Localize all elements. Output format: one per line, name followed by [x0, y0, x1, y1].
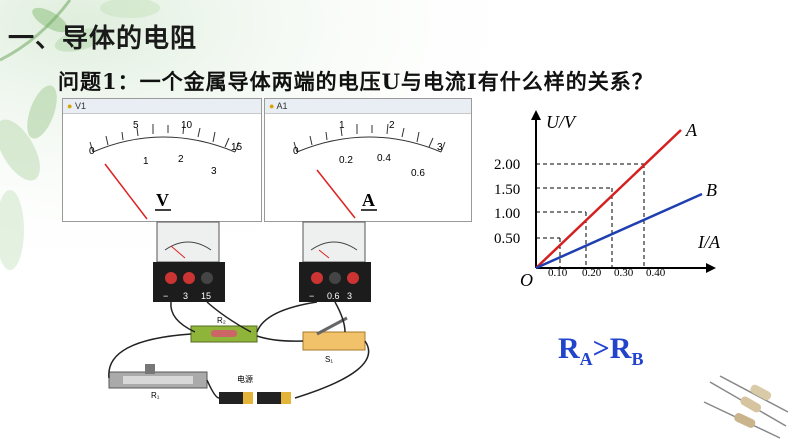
resistor-board: R₂ — [190, 316, 258, 343]
ammeter-device: − 0.6 3 — [299, 221, 371, 302]
voltmeter-terminal-1: 3 — [183, 291, 188, 301]
voltmeter-scale-bottom-1: 2 — [178, 154, 184, 165]
y-axis-label: U/V — [546, 112, 577, 132]
resistance-comparison: RA>RB — [558, 332, 643, 370]
y-tick-2: 1.00 — [494, 206, 520, 222]
voltmeter-scale-top-3: 15 — [231, 142, 243, 153]
x-tick-1: 0.20 — [582, 267, 602, 279]
voltmeter-device: − 3 15 — [153, 221, 225, 302]
ammeter-scale-top-3: 3 — [437, 142, 443, 153]
voltmeter-scale-top-0: 0 — [89, 146, 95, 157]
ammeter-scale-top-1: 1 — [339, 120, 345, 131]
line-b — [535, 192, 703, 270]
origin-label: O — [520, 270, 533, 290]
y-axis-arrow-icon — [531, 110, 541, 120]
voltmeter-window-title: V1 — [74, 101, 86, 111]
voltmeter-scale-bottom-0: 1 — [143, 156, 149, 167]
rheostat-device: R₁ — [108, 364, 208, 400]
ammeter-terminal-2: 3 — [347, 291, 352, 301]
ammeter-dial: 0 1 2 3 0.2 0.4 0.6 A — [293, 120, 446, 219]
switch-device: S₁ — [302, 316, 366, 364]
x-axis-label: I/A — [697, 232, 721, 252]
x-tick-2: 0.30 — [614, 267, 634, 279]
bulb-icon: ● — [269, 101, 275, 111]
x-axis-arrow-icon — [706, 263, 716, 273]
voltmeter-unit: V — [156, 190, 169, 210]
ammeter-window-title: A1 — [276, 101, 288, 111]
battery-label: 电源 — [237, 374, 253, 384]
line-a — [535, 129, 682, 269]
ammeter-scale-top-2: 2 — [389, 120, 395, 131]
y-tick-1: 1.50 — [494, 182, 520, 198]
bulb-icon: ● — [67, 101, 73, 111]
ui-graph: U/V I/A O 2.00 1.50 1.00 0.50 0.10 0.20 … — [494, 110, 721, 290]
ammeter-terminal-1: 0.6 — [327, 291, 340, 301]
voltmeter-terminal-2: 15 — [201, 291, 211, 301]
voltmeter-dial: 0 5 10 15 1 2 3 V — [89, 120, 243, 220]
formula-r-b: R — [609, 332, 632, 365]
resistor-decoration — [703, 375, 789, 439]
ammeter-window: ● A1 0 1 2 3 0.2 0.4 0.6 A — [264, 98, 472, 222]
formula-sub-b: B — [631, 349, 644, 369]
switch-label: S₁ — [325, 355, 333, 364]
ammeter-needle — [316, 169, 356, 219]
ammeter-scale-bottom-2: 0.6 — [411, 168, 425, 179]
x-tick-0: 0.10 — [548, 267, 568, 279]
formula-sub-a: A — [579, 349, 593, 369]
voltmeter-scale-bottom-2: 3 — [211, 166, 217, 177]
circuit-diagram: − 3 15 − 0.6 3 R₂ S₁ R₁ 电源 — [108, 221, 371, 404]
resistor-label: R₂ — [217, 316, 226, 325]
y-tick-0: 2.00 — [494, 157, 520, 173]
ammeter-scale-bottom-0: 0.2 — [339, 155, 353, 166]
y-tick-3: 0.50 — [494, 231, 520, 247]
ammeter-scale-top-0: 0 — [293, 146, 299, 157]
voltmeter-terminal-0: − — [163, 291, 168, 301]
formula-r-a: R — [558, 332, 580, 365]
voltmeter-needle — [104, 163, 148, 220]
ammeter-title-bar: ● A1 — [265, 99, 471, 114]
ammeter-unit: A — [362, 190, 375, 210]
ammeter-terminal-0: − — [309, 291, 314, 301]
formula-operator: > — [592, 332, 610, 365]
voltmeter-scale-top-2: 10 — [181, 120, 193, 131]
battery-pack: 电源 — [219, 374, 291, 404]
voltmeter-scale-top-1: 5 — [133, 120, 139, 131]
voltmeter-title-bar: ● V1 — [63, 99, 261, 114]
slide-title: 一、导体的电阻 — [8, 24, 198, 54]
line-a-label: A — [685, 120, 698, 140]
rheostat-label: R₁ — [151, 391, 160, 400]
line-b-label: B — [706, 180, 717, 200]
question-text: 问题1：一个金属导体两端的电压U与电流I有什么样的关系？ — [58, 69, 654, 94]
ammeter-scale-bottom-1: 0.4 — [377, 153, 391, 164]
voltmeter-window: ● V1 0 5 10 15 1 2 3 V — [62, 98, 262, 222]
x-tick-3: 0.40 — [646, 267, 666, 279]
